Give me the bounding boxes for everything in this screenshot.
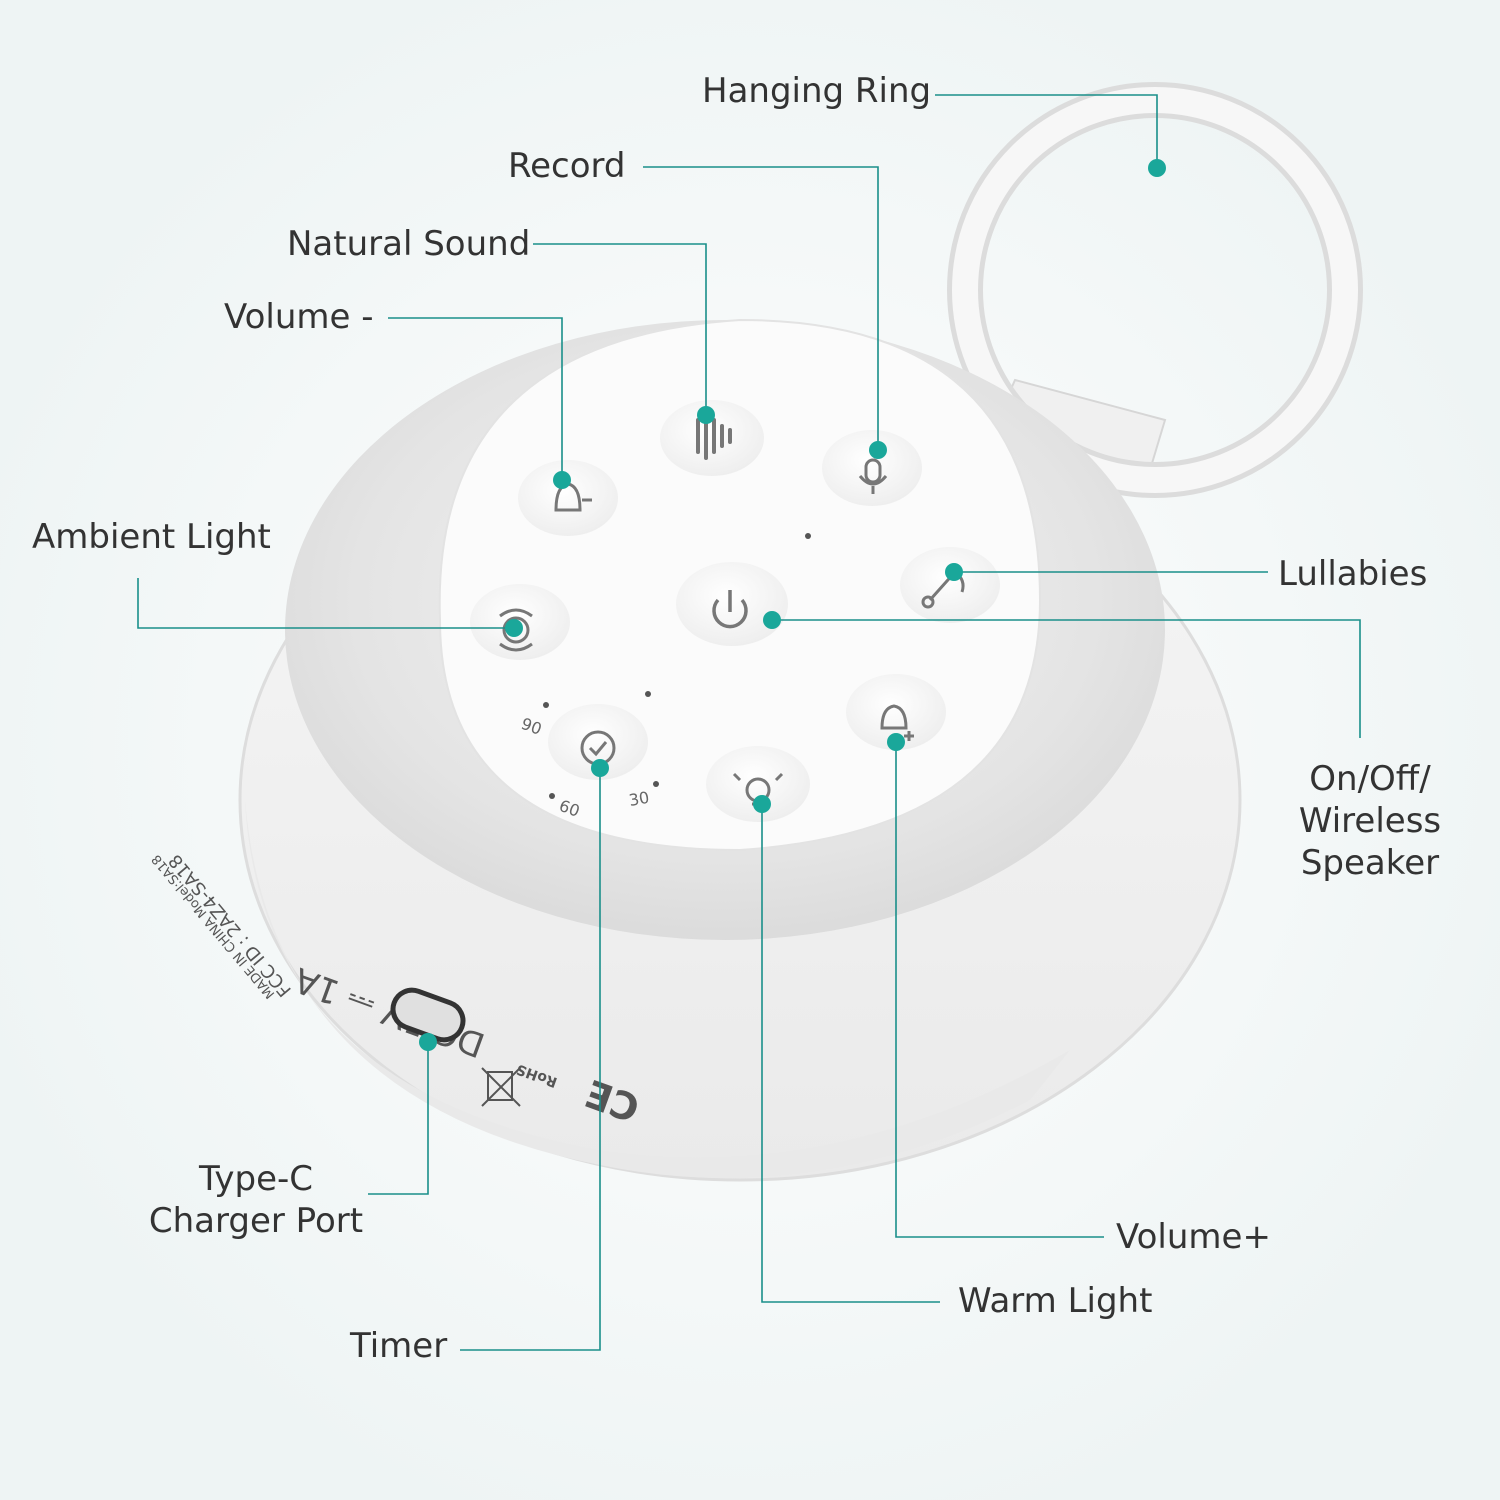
label-type-c: Type-C Charger Port — [140, 1158, 372, 1242]
label-record: Record — [508, 146, 626, 186]
ambient-light-icon — [499, 608, 533, 652]
label-volume-plus: Volume+ — [1116, 1217, 1271, 1257]
label-on-off-line2: Wireless Speaker — [1298, 801, 1442, 883]
power-icon — [712, 590, 748, 629]
label-natural-sound: Natural Sound — [287, 224, 531, 264]
label-warm-light: Warm Light — [958, 1281, 1153, 1321]
label-ambient-light: Ambient Light — [32, 517, 271, 557]
label-on-off-wireless: On/Off/ Wireless Speaker — [1240, 758, 1500, 884]
label-hanging-ring: Hanging Ring — [702, 71, 932, 111]
label-type-c-line1: Type-C — [198, 1159, 314, 1199]
label-volume-minus: Volume - — [224, 297, 374, 337]
weee-icon — [481, 1067, 521, 1107]
label-lullabies: Lullabies — [1278, 554, 1428, 594]
timer-30-text: 30 — [627, 788, 650, 810]
microphone-icon — [858, 458, 888, 494]
hanging-ring — [947, 82, 1363, 498]
callout-dots — [419, 159, 1166, 1051]
type-c-port — [390, 987, 466, 1043]
bell-plus-icon — [880, 704, 914, 741]
button-wells — [470, 400, 1000, 822]
label-timer: Timer — [350, 1326, 448, 1366]
indicator-dots — [543, 533, 811, 799]
label-on-off-line1: On/Off/ — [1309, 759, 1431, 799]
leader-lines — [137, 94, 1361, 1351]
label-type-c-line2: Charger Port — [148, 1201, 364, 1241]
